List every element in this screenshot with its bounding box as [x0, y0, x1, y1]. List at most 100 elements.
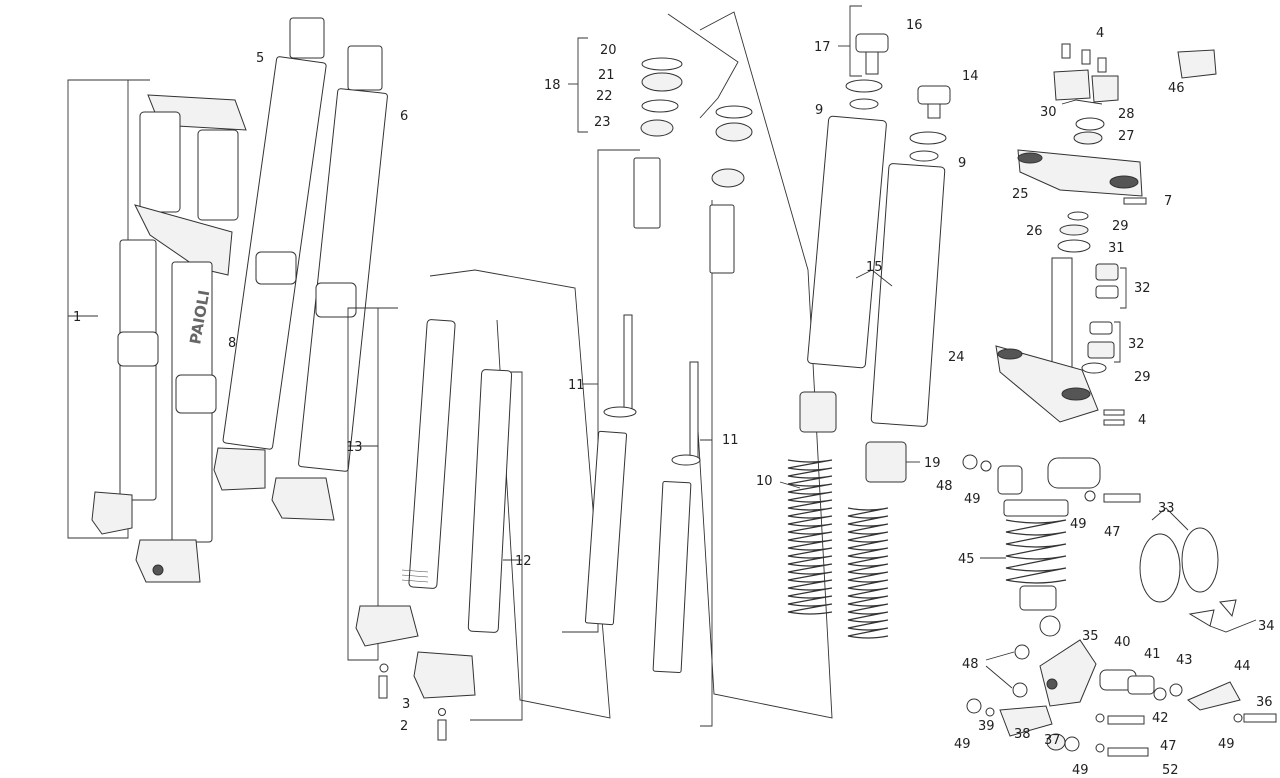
callout-9-left: 9: [815, 103, 823, 118]
shock-spring-45: [1005, 519, 1067, 584]
callout-18: 18: [544, 78, 561, 93]
bolt-4b: [1081, 49, 1091, 65]
shock-group: [962, 454, 1277, 757]
callout-19: 19: [924, 456, 941, 471]
callout-47-bottom: 47: [1160, 739, 1177, 754]
leader-30: [1061, 99, 1103, 105]
nut-48-top: [962, 454, 978, 470]
callout-9-right: 9: [958, 156, 966, 171]
washer-49-shock: [1084, 490, 1096, 502]
axle-hole-right: [152, 564, 164, 576]
oring-9-right: [909, 131, 947, 145]
callout-24: 24: [948, 350, 965, 365]
callout-23: 23: [594, 115, 611, 130]
bracket-44: [1187, 681, 1241, 711]
callout-27: 27: [1118, 129, 1135, 144]
leg-5-cap: [289, 17, 325, 59]
fork-foot-left: [91, 491, 133, 535]
spring-10-left: [787, 459, 833, 615]
callout-1: 1: [73, 310, 81, 325]
cap-right: [917, 85, 951, 105]
foot-13: [355, 605, 419, 647]
bracket-11-box: [697, 11, 833, 719]
callout-12: 12: [515, 554, 532, 569]
leg-6-foot: [271, 477, 335, 521]
callout-17: 17: [814, 40, 831, 55]
washer-31: [1057, 239, 1091, 253]
shock-preload-collar: [1003, 499, 1069, 517]
ring-9-left: [849, 98, 879, 110]
oring-9-left: [845, 79, 883, 93]
callout-32-bottom: 32: [1128, 337, 1145, 352]
seal-37: [1064, 736, 1080, 752]
leader-33: [1151, 507, 1189, 531]
callout-10: 10: [756, 474, 773, 489]
leader-48-a: [985, 651, 1015, 661]
bolt-47-top: [1103, 493, 1141, 503]
inner-tube-13: [408, 319, 456, 589]
bolt-36: [1243, 713, 1277, 723]
fork-foot-right: [135, 539, 201, 583]
washer-49-b: [1233, 713, 1243, 723]
callout-15: 15: [866, 260, 883, 275]
callout-13: 13: [346, 440, 363, 455]
callout-47-top: 47: [1104, 525, 1121, 540]
linkage-35: [1039, 639, 1097, 707]
callout-8: 8: [228, 336, 236, 351]
bracket-fork-assembly: [67, 79, 150, 539]
clamp-33-left: [1139, 533, 1181, 603]
cartridge-body-right: [652, 480, 692, 674]
callout-2: 2: [400, 719, 408, 734]
clamp-30-left: [1053, 69, 1091, 101]
leader-48-b: [985, 665, 1013, 689]
callout-43: 43: [1176, 653, 1193, 668]
clip-34-left: [1188, 609, 1215, 627]
bracket-11-right: [700, 440, 713, 727]
callout-49-a: 49: [954, 737, 971, 752]
callout-5: 5: [256, 51, 264, 66]
callout-40: 40: [1114, 635, 1131, 650]
callout-35: 35: [1082, 629, 1099, 644]
bracket-32-top: [1120, 267, 1127, 309]
callout-34: 34: [1258, 619, 1275, 634]
callout-31: 31: [1108, 241, 1125, 256]
thread-mark: [401, 574, 429, 578]
washer-3b: [438, 708, 446, 716]
callout-29-top: 29: [1112, 219, 1129, 234]
seal-42: [1153, 687, 1167, 701]
leg-6-tube: [298, 88, 388, 472]
bushing-19: [865, 441, 907, 483]
outer-tube-15-right: [870, 163, 946, 427]
ring-9-right: [909, 150, 939, 162]
bracket-12: [470, 371, 523, 721]
bolt-52: [1107, 747, 1149, 757]
cap-17: [855, 33, 889, 53]
cap-28: [1075, 117, 1105, 131]
callout-4-top: 4: [1096, 26, 1104, 41]
callout-41: 41: [1144, 647, 1161, 662]
rod-plate-left: [603, 406, 637, 418]
shock-reservoir: [1047, 457, 1101, 489]
cap-right-stem: [927, 103, 941, 119]
callout-42: 42: [1152, 711, 1169, 726]
seal-right: [715, 122, 753, 142]
callout-49-shock: 49: [1070, 517, 1087, 532]
callout-46: 46: [1168, 81, 1185, 96]
bracket-18-box: [667, 13, 739, 119]
leader-10: [779, 481, 801, 489]
callout-11-right: 11: [722, 433, 739, 448]
bottom-clamp: [134, 204, 233, 276]
leg-5-foot: [213, 447, 266, 491]
callout-49-b: 49: [1218, 737, 1235, 752]
leg-6-cap: [347, 45, 383, 91]
callout-29-bottom: 29: [1134, 370, 1151, 385]
bottom-triple-clamp-24: [995, 345, 1099, 423]
cartridge-group: [562, 11, 833, 727]
bolt-2: [378, 675, 388, 699]
leader-34: [1209, 619, 1257, 633]
callout-20: 20: [600, 43, 617, 58]
cartridge-head-right: [709, 204, 735, 274]
bolt-4a: [1061, 43, 1071, 59]
clamp-hole-right: [1109, 175, 1139, 189]
